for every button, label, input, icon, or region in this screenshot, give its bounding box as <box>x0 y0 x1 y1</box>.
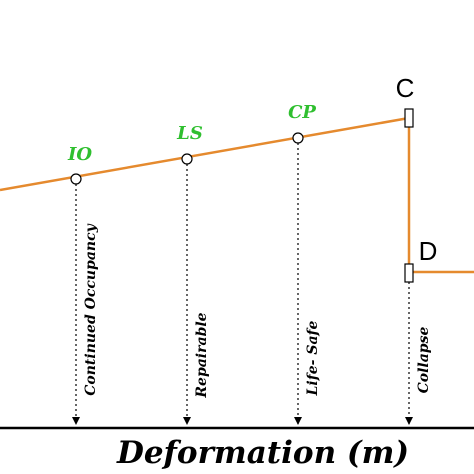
performance-label-ls: LS <box>176 123 203 144</box>
performance-label-io: IO <box>67 144 92 165</box>
capacity-curve <box>0 116 474 274</box>
point-d-label: D <box>419 236 438 266</box>
marker-cp <box>292 132 304 144</box>
marker-d <box>404 263 414 283</box>
state-label-continued-occupancy: Continued Occupancy <box>83 223 99 395</box>
performance-label-cp: CP <box>288 102 316 123</box>
state-label-collapse: Collapse <box>416 327 432 394</box>
x-axis-title: Deformation (m) <box>116 435 409 471</box>
marker-c <box>404 108 414 128</box>
state-label-repairable: Repairable <box>194 312 210 398</box>
marker-io <box>70 173 82 185</box>
point-c-label: C <box>396 73 415 103</box>
state-label-life-safe: Life- Safe <box>305 320 321 396</box>
marker-ls <box>181 153 193 165</box>
